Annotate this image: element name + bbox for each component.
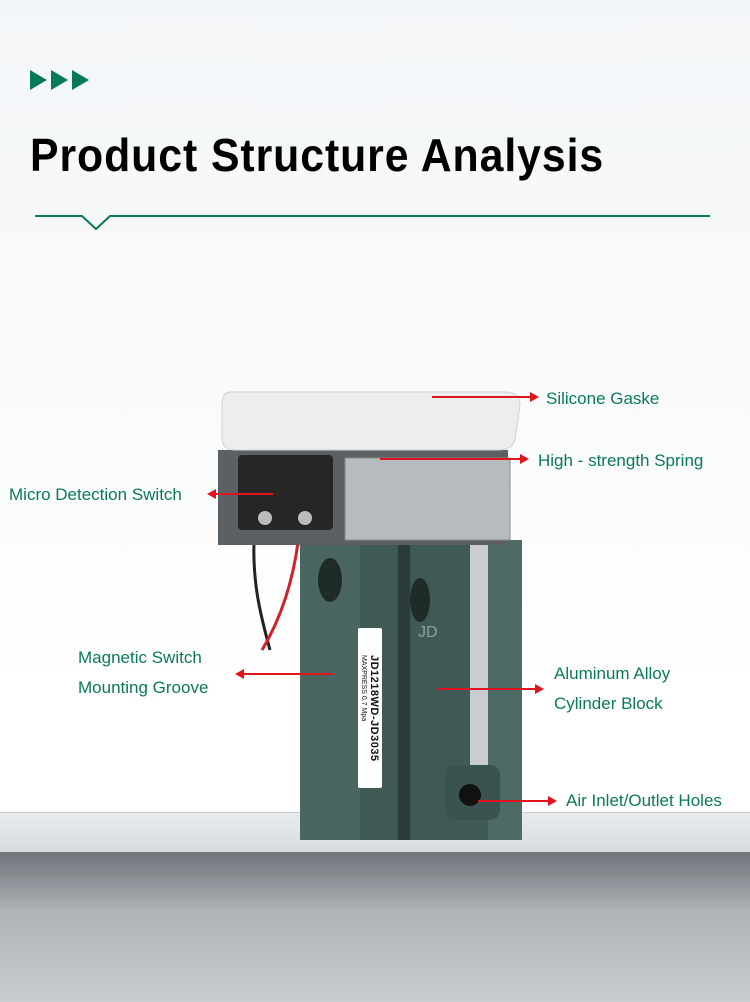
page-title: Product Structure Analysis — [30, 129, 605, 181]
arrow-decoration-icon — [30, 70, 89, 90]
model-label-sticker — [358, 628, 382, 788]
max-pressure-text: MAXPRESS 0.7 Mpa — [360, 655, 368, 722]
callout-silicone-gasket: Silicone Gaske — [546, 389, 660, 408]
watermark: JD — [418, 624, 438, 641]
callout-air-holes: Air Inlet/Outlet Holes — [566, 791, 722, 810]
model-number: JD1218WD-JD3035 — [368, 655, 381, 762]
floor-shadow — [0, 852, 750, 1002]
callout-spring: High - strength Spring — [538, 451, 704, 470]
title-divider — [35, 215, 710, 231]
callout-micro-switch: Micro Detection Switch — [9, 485, 182, 504]
model-label-text: JD1218WD-JD3035 MAXPRESS 0.7 Mpa — [358, 629, 382, 789]
